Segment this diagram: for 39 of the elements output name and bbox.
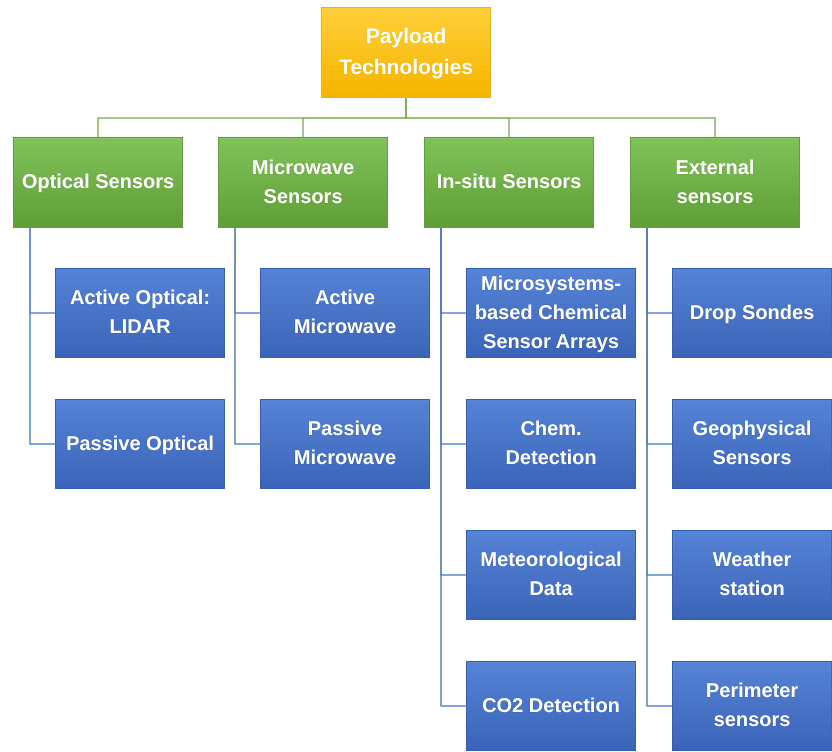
box-label: Weather station [712,548,792,602]
box-label: Passive Optical [66,432,214,456]
connector-line [405,98,716,137]
box-label: Active Optical: LIDAR [68,286,212,340]
box-label: Payload Technologies [338,24,474,80]
sub-category-box [55,399,225,489]
connector-line [440,228,466,707]
sub-category-box [55,268,225,358]
sub-category-box [260,399,430,489]
category-box [630,137,800,228]
sub-category-box [672,661,832,751]
sub-category-box [466,268,636,358]
box-label: Chem. Detection [504,417,598,471]
box-label: In-situ Sensors [436,170,582,195]
sub-category-box [672,268,832,358]
box-label: CO2 Detection [482,694,620,718]
box-label: External sensors [674,156,756,210]
sub-category-box [466,530,636,620]
connector-line [234,228,260,445]
sub-category-box [672,399,832,489]
box-label: Geophysical Sensors [692,417,812,471]
box-label: Optical Sensors [22,170,174,195]
box-label: Microwave Sensors [250,156,356,210]
connector-line [646,228,672,707]
sub-category-box [466,661,636,751]
sub-category-box [260,268,430,358]
sub-category-box [466,399,636,489]
box-label: Meteorological Data [479,548,623,602]
category-box [13,137,183,228]
box-label: Drop Sondes [690,300,814,326]
root-box [321,7,491,98]
box-label: Active Microwave [292,286,398,340]
category-box [424,137,594,228]
category-box [218,137,388,228]
box-label: Microsystems-based Chemical Sensor Arrays [474,272,628,354]
box-label: Perimeter sensors [704,679,800,733]
connector-line [29,228,55,445]
sub-category-box [672,530,832,620]
box-label: Passive Microwave [292,417,398,471]
